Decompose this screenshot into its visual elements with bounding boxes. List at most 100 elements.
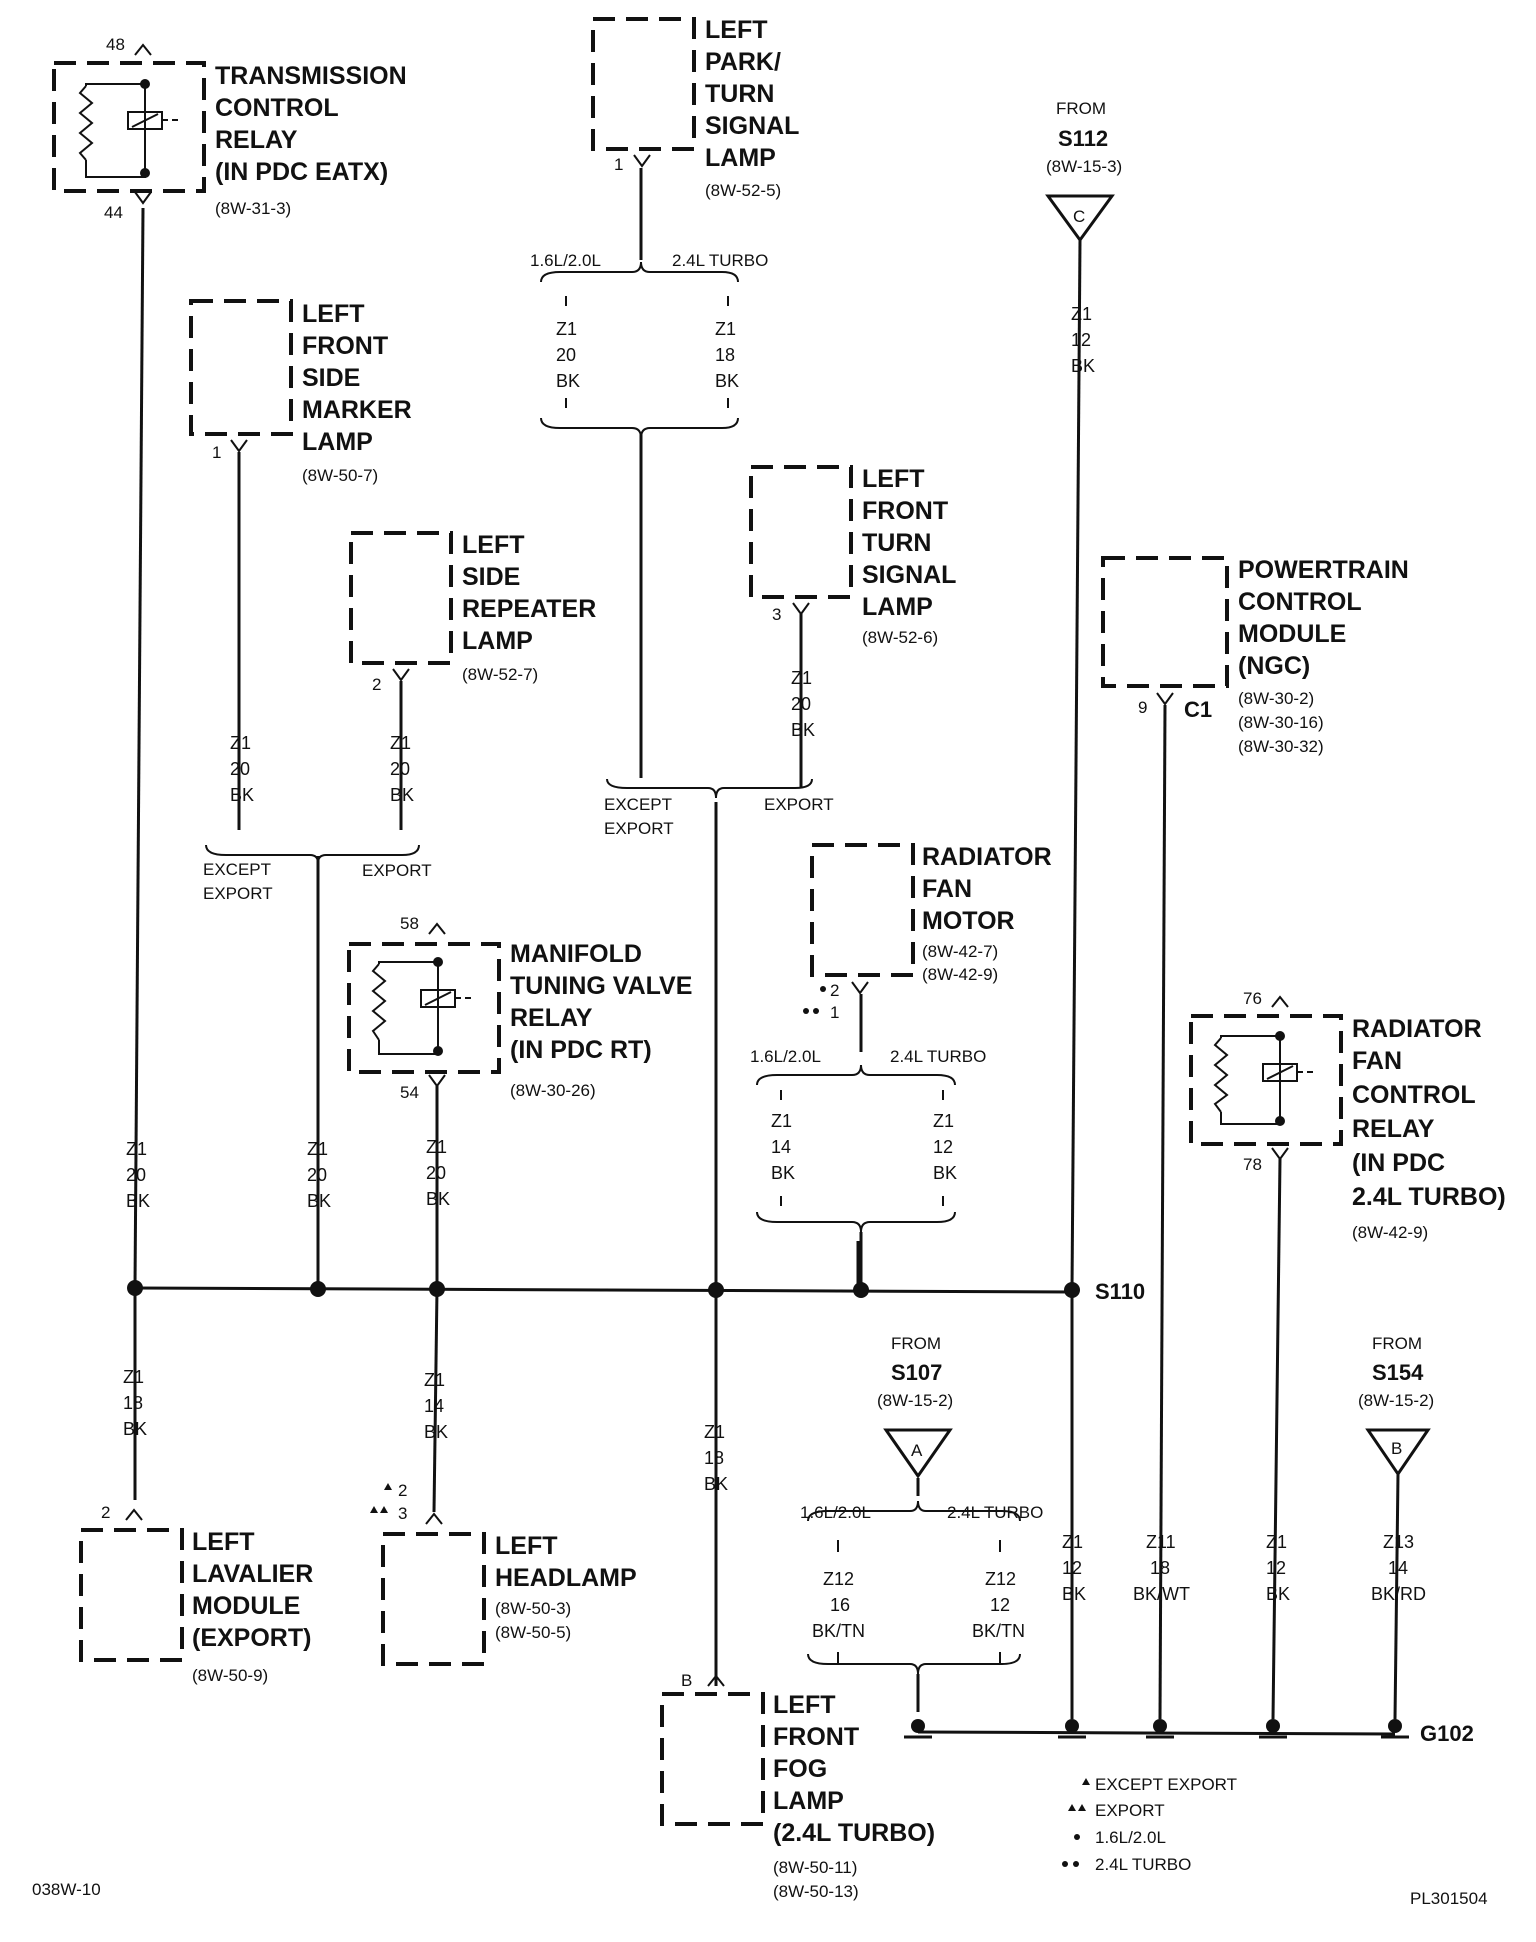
ft-label-2: FRONT bbox=[862, 497, 948, 525]
s154-letter: B bbox=[1391, 1439, 1402, 1458]
wire-codes-upper: Z1 20 BK Z1 18 BK Z1 12 BK Z1 20 BK Z1 2… bbox=[126, 304, 1095, 1211]
sm-label-1: LEFT bbox=[302, 300, 365, 328]
pcm-label-4: (NGC) bbox=[1238, 652, 1310, 680]
left-lavalier-module: 2 LEFT LAVALIER MODULE (EXPORT) (8W-50-9… bbox=[79, 1503, 313, 1685]
fog-pin: B bbox=[681, 1671, 692, 1690]
s154-name: S154 bbox=[1372, 1360, 1424, 1385]
pt-pin: 1 bbox=[614, 155, 623, 174]
tcr-label-4: (IN PDC EATX) bbox=[215, 158, 388, 186]
pcm-label-2: CONTROL bbox=[1238, 588, 1362, 616]
w-lav-2: 18 bbox=[123, 1393, 143, 1413]
sr-pin: 2 bbox=[372, 675, 381, 694]
pt-label-2: PARK/ bbox=[705, 48, 781, 76]
w-g1-3: BK bbox=[1062, 1584, 1086, 1604]
source-s107: FROM S107 (8W-15-2) A bbox=[877, 1334, 953, 1479]
w-a2-2: 12 bbox=[990, 1595, 1010, 1615]
sm-label-4: MARKER bbox=[302, 396, 412, 424]
w-sr-3: BK bbox=[390, 785, 414, 805]
ft-label-3: TURN bbox=[862, 529, 931, 557]
w-s112-1: Z1 bbox=[1071, 304, 1092, 324]
w-tcr-1: Z1 bbox=[126, 1139, 147, 1159]
w-head-3: BK bbox=[424, 1422, 448, 1442]
left-front-fog-lamp: B LEFT FRONT FOG LAMP (2.4L TURBO) (8W-5… bbox=[660, 1671, 935, 1901]
w-rm-a-1: Z1 bbox=[771, 1111, 792, 1131]
mtv-label-1: MANIFOLD bbox=[510, 940, 642, 968]
wires-lower bbox=[133, 1288, 1074, 1719]
fog-label-4: LAMP bbox=[773, 1787, 844, 1815]
rfc-label-4: RELAY bbox=[1352, 1115, 1435, 1143]
pt-label-1: LEFT bbox=[705, 16, 768, 44]
legend-item-4: 2.4L TURBO bbox=[1095, 1855, 1191, 1874]
rfc-label-6: 2.4L TURBO) bbox=[1352, 1183, 1506, 1211]
head-label-1: LEFT bbox=[495, 1532, 558, 1560]
head-ref-1: (8W-50-3) bbox=[495, 1599, 571, 1618]
pt-ref: (8W-52-5) bbox=[705, 181, 781, 200]
left-park-turn-signal-lamp: LEFT PARK/ TURN SIGNAL LAMP (8W-52-5) 1 bbox=[591, 16, 799, 200]
transmission-control-relay: 48 44 TRANSMISSION CONTROL RELAY (IN PDC… bbox=[52, 35, 407, 222]
w-lav-3: BK bbox=[123, 1419, 147, 1439]
lav-label-3: MODULE bbox=[192, 1592, 300, 1620]
s154-from: FROM bbox=[1372, 1334, 1422, 1353]
mtv-pin-bottom: 54 bbox=[400, 1083, 419, 1102]
ft-pin: 3 bbox=[772, 605, 781, 624]
rfc-label-3: CONTROL bbox=[1352, 1081, 1476, 1109]
sm-pin: 1 bbox=[212, 443, 221, 462]
w-head-1: Z1 bbox=[424, 1370, 445, 1390]
w-rm-a-2: 14 bbox=[771, 1137, 791, 1157]
fog-label-2: FRONT bbox=[773, 1723, 859, 1751]
w-tcr-2: 20 bbox=[126, 1165, 146, 1185]
w-g2-3: BK/WT bbox=[1133, 1584, 1190, 1604]
mtv-label-4: (IN PDC RT) bbox=[510, 1036, 652, 1064]
footer-left: 038W-10 bbox=[32, 1880, 101, 1899]
w-g2-2: 18 bbox=[1150, 1558, 1170, 1578]
lav-label-2: LAVALIER bbox=[192, 1560, 313, 1588]
w-a1-2: 16 bbox=[830, 1595, 850, 1615]
ft-variant-except-2: EXPORT bbox=[604, 819, 674, 838]
sm-variant-except-2: EXPORT bbox=[203, 884, 273, 903]
legend-item-1: EXCEPT EXPORT bbox=[1095, 1775, 1237, 1794]
ground-g102: G102 bbox=[904, 1719, 1474, 1746]
pcm-ref-1: (8W-30-2) bbox=[1238, 689, 1314, 708]
pt-label-4: SIGNAL bbox=[705, 112, 799, 140]
w-mtv-2: 20 bbox=[426, 1163, 446, 1183]
w-ft-3: BK bbox=[791, 720, 815, 740]
s107-name: S107 bbox=[891, 1360, 942, 1385]
sm-variant-except-1: EXCEPT bbox=[203, 860, 271, 879]
fog-ref-1: (8W-50-11) bbox=[773, 1858, 857, 1877]
rfc-ref: (8W-42-9) bbox=[1352, 1223, 1428, 1242]
powertrain-control-module: POWERTRAIN CONTROL MODULE (NGC) (8W-30-2… bbox=[1101, 556, 1409, 756]
s107-letter: A bbox=[911, 1441, 923, 1460]
w-ft-1: Z1 bbox=[791, 668, 812, 688]
radiator-fan-motor: RADIATOR FAN MOTOR (8W-42-7) (8W-42-9) 2… bbox=[803, 843, 1052, 1022]
ft-label-1: LEFT bbox=[862, 465, 925, 493]
sm-ref: (8W-50-7) bbox=[302, 466, 378, 485]
rfc-pin-top: 76 bbox=[1243, 989, 1262, 1008]
w-sr-1: Z1 bbox=[390, 733, 411, 753]
w-pt-a-3: BK bbox=[556, 371, 580, 391]
sr-label-2: SIDE bbox=[462, 563, 520, 591]
w-pt-a-1: Z1 bbox=[556, 319, 577, 339]
s112-from: FROM bbox=[1056, 99, 1106, 118]
lav-label-4: (EXPORT) bbox=[192, 1624, 311, 1652]
s112-ref: (8W-15-3) bbox=[1046, 157, 1122, 176]
sr-variant-export: EXPORT bbox=[362, 861, 432, 880]
w-a1-1: Z12 bbox=[823, 1569, 854, 1589]
w-g4-3: BK/RD bbox=[1371, 1584, 1426, 1604]
w-pt-b-3: BK bbox=[715, 371, 739, 391]
w-g1-2: 12 bbox=[1062, 1558, 1082, 1578]
w-s112-3: BK bbox=[1071, 356, 1095, 376]
w-sr-2: 20 bbox=[390, 759, 410, 779]
rm-label-3: MOTOR bbox=[922, 907, 1015, 935]
head-label-2: HEADLAMP bbox=[495, 1564, 637, 1592]
rfc-label-5: (IN PDC bbox=[1352, 1149, 1445, 1177]
fog-label-1: LEFT bbox=[773, 1691, 836, 1719]
w-head-2: 14 bbox=[424, 1396, 444, 1416]
rm-label-1: RADIATOR bbox=[922, 843, 1052, 871]
w-lav-1: Z1 bbox=[123, 1367, 144, 1387]
sm-label-2: FRONT bbox=[302, 332, 388, 360]
head-ref-2: (8W-50-5) bbox=[495, 1623, 571, 1642]
mtv-ref: (8W-30-26) bbox=[510, 1081, 596, 1100]
source-s112: FROM S112 (8W-15-3) C bbox=[1045, 99, 1122, 243]
rm-pin-b: 1 bbox=[830, 1003, 839, 1022]
